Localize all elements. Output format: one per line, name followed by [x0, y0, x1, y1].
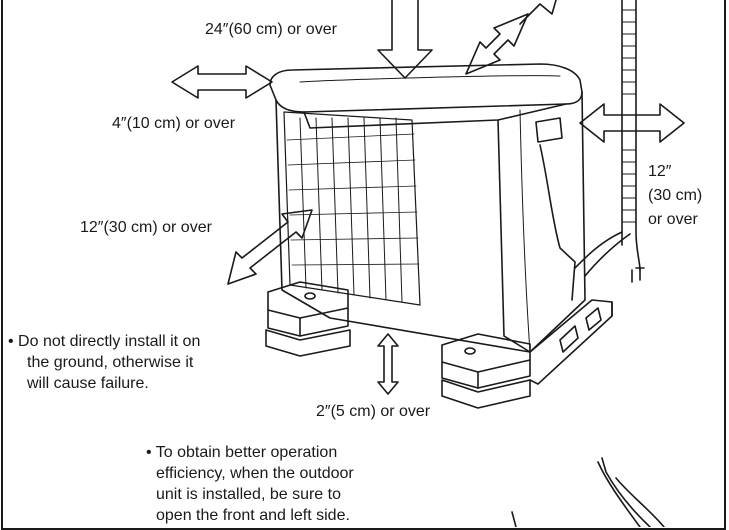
front-arrow: [227, 209, 313, 285]
efficiency-note: • To obtain better operation efficiency,…: [146, 442, 354, 526]
note-line: efficiency, when the outdoor: [156, 465, 354, 482]
right-clearance-line: 12″: [648, 163, 672, 180]
rear-arrow: [465, 0, 557, 75]
mounting-blocks: [265, 281, 613, 409]
note-line: open the front and left side.: [156, 507, 350, 524]
partial-unit-sketch: [511, 457, 665, 527]
outdoor-unit: [269, 63, 586, 353]
bottom-clearance-label: 2″(5 cm) or over: [316, 403, 431, 420]
right-clearance-label: 12″ (30 cm) or over: [648, 160, 702, 232]
left-clearance-label: 4″(10 cm) or over: [112, 115, 236, 132]
ground-warning-note: • Do not directly install it on the grou…: [8, 331, 200, 394]
right-clearance-line: or over: [648, 211, 698, 228]
right-clearance-line: (30 cm): [648, 187, 703, 204]
note-line: will cause failure.: [27, 375, 149, 392]
top-arrow: [377, 0, 433, 79]
note-line: unit is installed, be sure to: [156, 486, 341, 503]
top-clearance-label: 24″(60 cm) or over: [205, 21, 337, 38]
note-line: • To obtain better operation: [146, 444, 338, 461]
note-line: • Do not directly install it on: [8, 333, 201, 350]
right-arrow: [579, 103, 685, 143]
refrigerant-pipe: [574, 0, 645, 283]
bottom-arrow: [377, 333, 399, 395]
note-line: the ground, otherwise it: [27, 354, 194, 371]
front-clearance-label: 12″(30 cm) or over: [80, 219, 212, 236]
left-arrow: [171, 65, 273, 99]
